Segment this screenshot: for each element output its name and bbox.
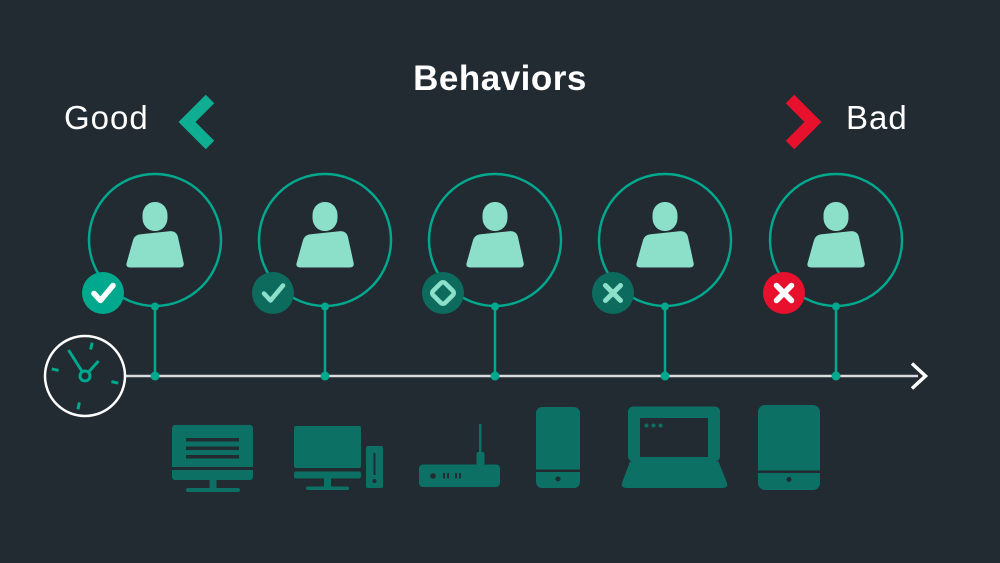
clock-icon xyxy=(43,334,127,418)
timeline-connector-2 xyxy=(320,302,330,381)
timeline-connector-5 xyxy=(831,302,841,381)
timeline-connector-4 xyxy=(660,302,670,381)
smartphone-icon xyxy=(536,407,580,488)
diamond-icon xyxy=(429,279,457,307)
desktop-pc-icon xyxy=(294,426,383,490)
user-avatar-4 xyxy=(597,172,733,308)
desktop-monitor-icon xyxy=(172,425,253,492)
timeline-arrowhead-icon xyxy=(910,362,929,390)
right-arrowhead-icon xyxy=(785,94,822,150)
timeline-axis xyxy=(125,362,929,390)
cross-icon xyxy=(603,283,623,303)
status-badge-1 xyxy=(82,272,124,314)
cross-icon xyxy=(773,282,795,304)
clock-center xyxy=(78,369,92,383)
user-avatar-3 xyxy=(427,172,563,308)
timeline-connector-1 xyxy=(150,302,160,381)
user-icon xyxy=(126,202,184,268)
timeline-connector-3 xyxy=(490,302,500,381)
good-label: Good xyxy=(64,99,149,136)
check-icon xyxy=(91,282,116,304)
clock-ticks xyxy=(51,342,119,410)
user-avatar-2 xyxy=(257,172,393,308)
user-icon xyxy=(807,202,865,268)
laptop-icon xyxy=(621,406,728,488)
tablet-icon xyxy=(758,405,820,490)
user-icon xyxy=(296,202,354,268)
left-arrowhead-icon xyxy=(178,94,215,150)
status-badge-3 xyxy=(422,272,464,314)
page-title: Behaviors xyxy=(413,59,587,98)
status-badge-5 xyxy=(763,272,805,314)
user-avatar-5 xyxy=(768,172,904,308)
user-icon xyxy=(636,202,694,268)
status-badge-2 xyxy=(252,272,294,314)
behavior-scale-arrow xyxy=(178,94,822,150)
user-icon xyxy=(466,202,524,268)
status-badge-4 xyxy=(592,272,634,314)
check-icon xyxy=(261,283,286,303)
router-icon xyxy=(419,424,500,487)
user-avatar-1 xyxy=(87,172,223,308)
bad-label: Bad xyxy=(846,99,908,136)
